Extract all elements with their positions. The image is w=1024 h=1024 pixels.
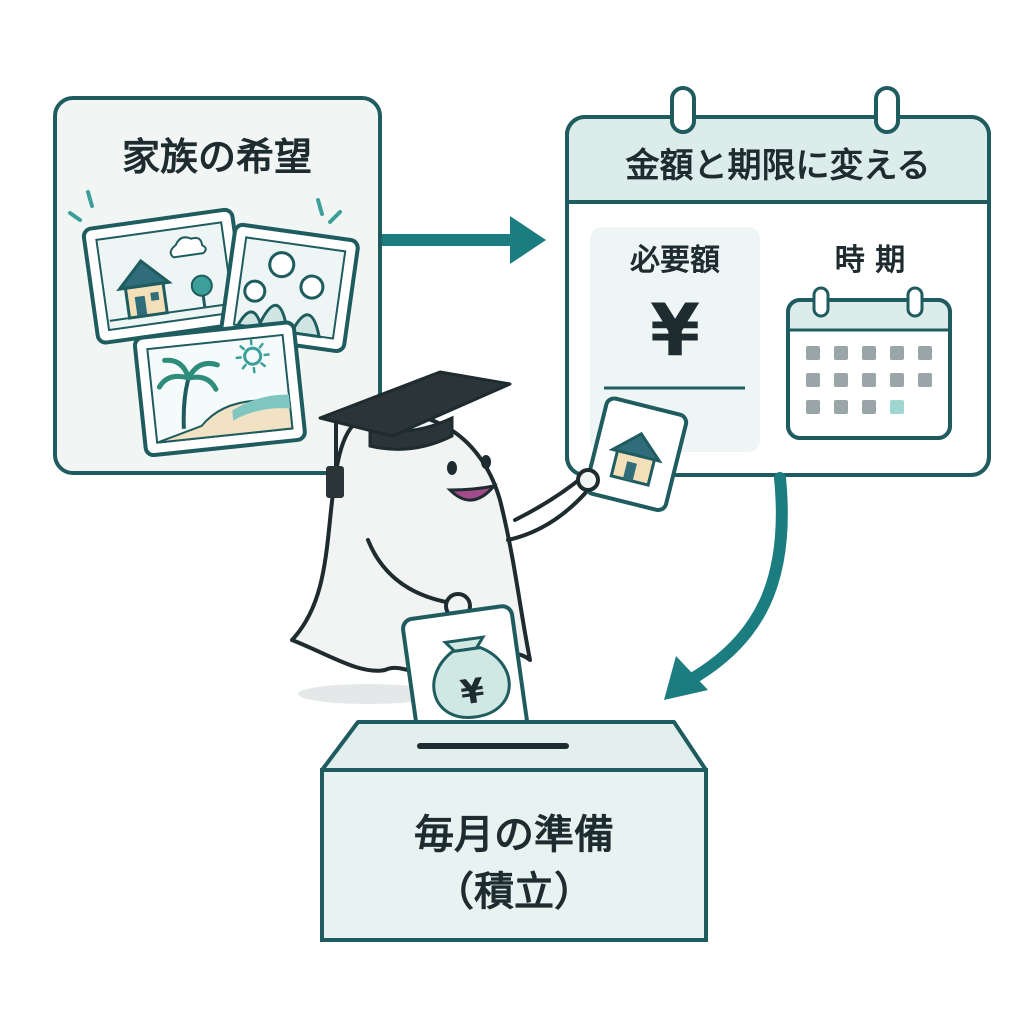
monthly-subtitle: （積立） [434,869,594,915]
amount-box: 必要額 ¥ [590,227,760,452]
calendar-highlight-day [890,400,904,414]
graduation-cap-icon [318,370,512,498]
arrow-down-curve [664,472,788,700]
arrow-right [382,216,546,264]
convert-panel: 金額と期限に変える 必要額 ¥ 時 期 [565,86,991,477]
monthly-box: 毎月の準備 （積立） [320,720,708,942]
timing-label: 時 期 [835,243,905,278]
family-wish-panel: 家族の希望 [53,96,382,475]
house-photo-icon [81,207,249,345]
sparkle-icon [68,190,342,224]
beach-photo-icon [132,320,307,458]
house-card-icon [584,396,689,513]
binder-rings [670,86,900,134]
monthly-title: 毎月の準備 [414,812,614,858]
convert-title: 金額と期限に変える [625,146,931,186]
money-bag-yen: ¥ [458,671,487,714]
yen-symbol: ¥ [650,288,700,372]
money-bag-icon: ¥ [432,635,511,719]
family-wish-title: 家族の希望 [122,135,312,179]
calendar-icon [786,286,952,440]
amount-label: 必要額 [630,243,720,278]
